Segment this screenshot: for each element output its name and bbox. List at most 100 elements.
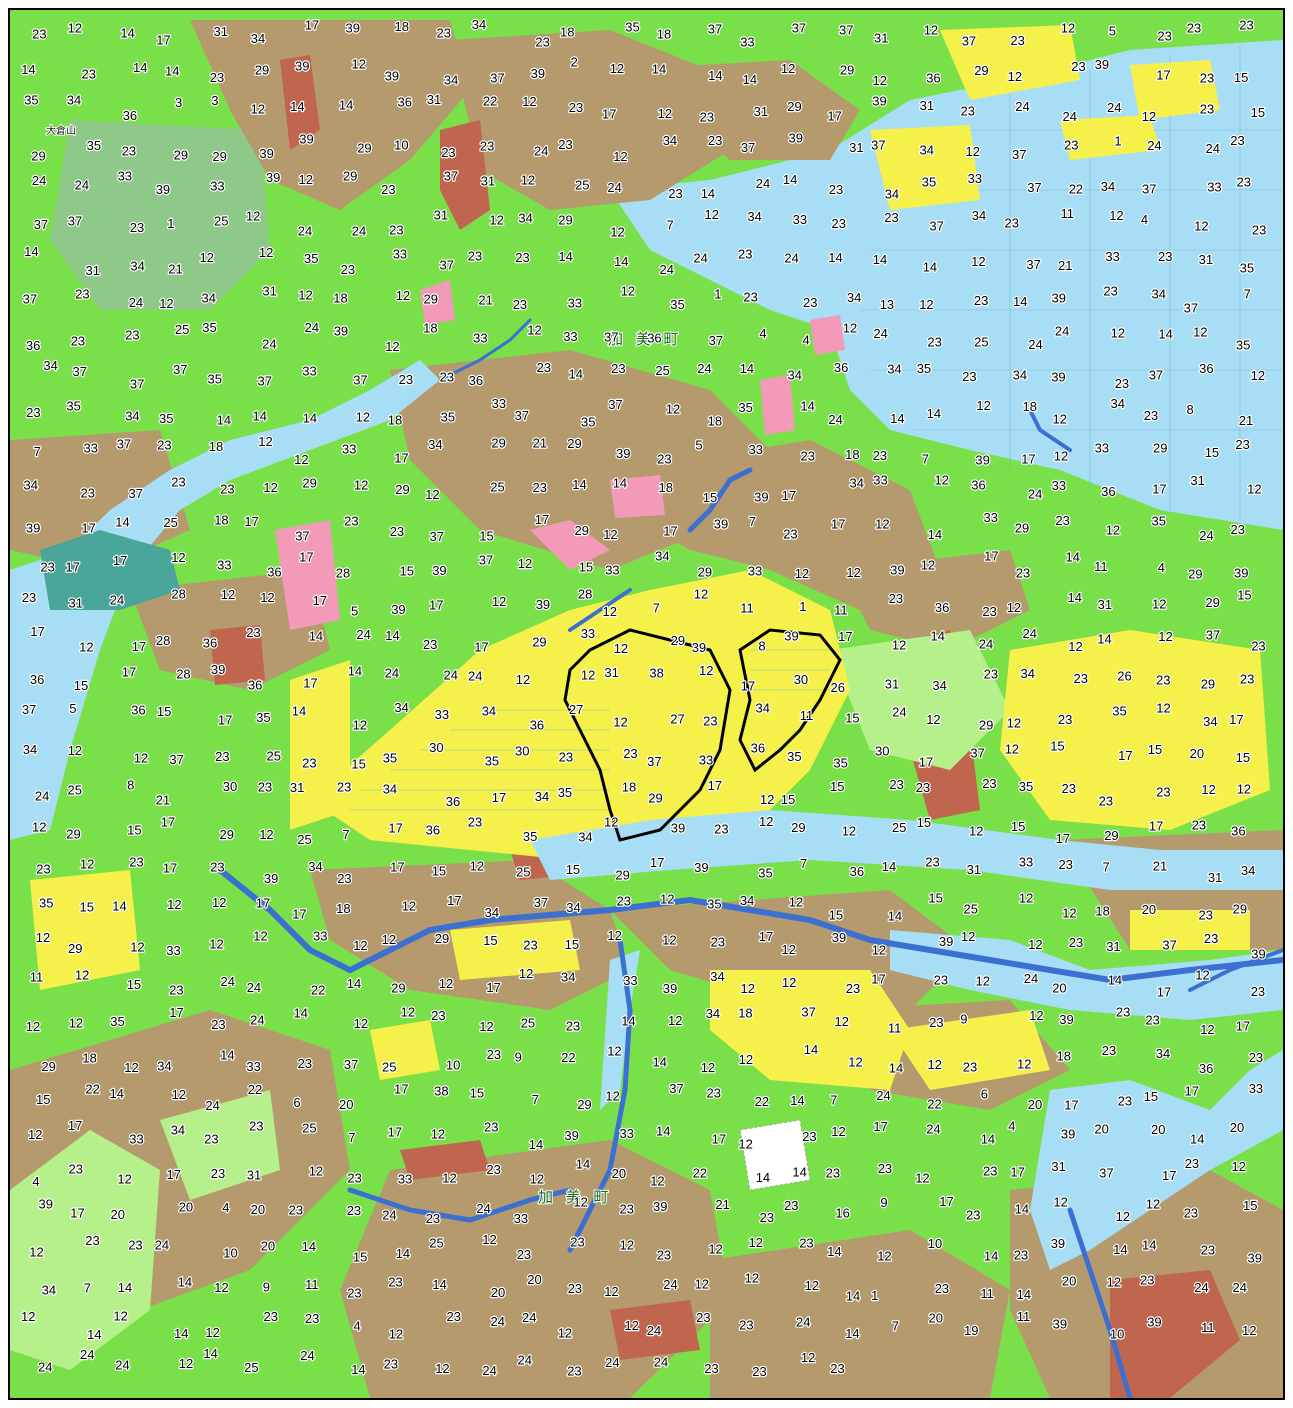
land-use-code-label: 23	[289, 1202, 303, 1217]
land-use-code-label: 17	[1149, 818, 1163, 833]
land-use-code-label: 37	[1012, 147, 1026, 162]
land-use-code-label: 37	[839, 22, 853, 37]
land-use-code-label: 23	[36, 862, 50, 877]
land-use-code-label: 24	[1023, 626, 1037, 641]
land-use-code-label: 23	[1157, 28, 1171, 43]
land-use-code-label: 18	[214, 513, 228, 528]
land-use-code-label: 24	[979, 637, 993, 652]
land-use-code-label: 31	[874, 31, 888, 46]
land-use-code-label: 15	[127, 822, 141, 837]
land-use-code-label: 37	[117, 436, 131, 451]
land-use-code-label: 36	[647, 331, 661, 346]
land-use-code-label: 22	[85, 1082, 99, 1097]
land-use-code-label: 15	[1050, 739, 1064, 754]
land-use-code-label: 12	[205, 1325, 219, 1340]
land-use-code-label: 23	[1237, 174, 1251, 189]
light-green-areas	[10, 630, 1010, 1370]
land-use-code-label: 23	[157, 437, 171, 452]
land-use-code-label: 37	[709, 333, 723, 348]
land-use-code-label: 34	[42, 1283, 56, 1298]
land-use-code-label: 23	[873, 448, 887, 463]
land-use-code-label: 39	[531, 66, 545, 81]
land-use-code-label: 17	[939, 1194, 953, 1209]
land-use-code-label: 14	[614, 254, 628, 269]
land-use-code-label: 12	[781, 61, 795, 76]
land-use-code-label: 12	[805, 1278, 819, 1293]
land-use-code-label: 23	[480, 138, 494, 153]
land-use-code-label: 12	[926, 712, 940, 727]
land-use-code-label: 12	[75, 967, 89, 982]
land-use-code-label: 29	[343, 169, 357, 184]
land-use-code-label: 12	[694, 586, 708, 601]
map-canvas[interactable]: 加 美 町 加 美 町 大倉山 231214173134173918233423…	[10, 10, 1283, 1398]
land-use-code-label: 17	[782, 488, 796, 503]
land-use-code-label: 14	[253, 409, 267, 424]
land-use-code-label: 12	[159, 296, 173, 311]
land-use-code-label: 14	[529, 1137, 543, 1152]
land-use-code-label: 1	[1114, 133, 1121, 148]
land-use-code-label: 24	[80, 1347, 94, 1362]
land-use-code-label: 20	[1062, 1273, 1076, 1288]
land-use-code-label: 23	[1201, 1242, 1215, 1257]
land-use-code-label: 31	[214, 24, 228, 39]
land-use-code-label: 20	[612, 1166, 626, 1181]
land-use-code-label: 24	[534, 144, 548, 159]
land-use-code-label: 12	[1158, 629, 1172, 644]
land-use-code-label: 20	[179, 1200, 193, 1215]
field-hatching	[340, 649, 830, 811]
land-use-code-label: 23	[916, 780, 930, 795]
land-use-code-label: 29	[671, 633, 685, 648]
land-use-code-label: 36	[248, 678, 262, 693]
land-use-code-label: 30	[794, 672, 808, 687]
land-use-code-label: 25	[382, 1060, 396, 1075]
land-use-code-label: 26	[831, 680, 845, 695]
land-use-code-label: 39	[1051, 1236, 1065, 1251]
land-use-code-label: 39	[663, 981, 677, 996]
land-use-code-label: 39	[694, 860, 708, 875]
land-use-code-label: 23	[384, 1356, 398, 1371]
land-use-code-label: 33	[118, 169, 132, 184]
land-use-code-label: 10	[394, 137, 408, 152]
land-use-code-label: 37	[344, 1057, 358, 1072]
land-use-code-label: 24	[1199, 528, 1213, 543]
land-use-code-label: 12	[666, 401, 680, 416]
land-use-code-label: 17	[390, 859, 404, 874]
land-use-code-label: 7	[34, 444, 41, 459]
land-use-code-label: 12	[28, 1127, 42, 1142]
land-use-code-label: 24	[1028, 486, 1042, 501]
land-use-code-label: 12	[482, 1232, 496, 1247]
land-use-code-label: 12	[1107, 1275, 1121, 1290]
land-use-code-label: 12	[299, 172, 313, 187]
land-use-code-label: 23	[982, 776, 996, 791]
land-use-code-label: 17	[303, 676, 317, 691]
land-use-code-label: 23	[1016, 566, 1030, 581]
land-use-code-label: 23	[537, 360, 551, 375]
land-use-code-label: 12	[214, 1280, 228, 1295]
land-use-code-label: 24	[1015, 99, 1029, 114]
land-use-code-label: 12	[971, 254, 985, 269]
land-use-code-label: 2	[571, 55, 578, 70]
land-use-code-label: 24	[605, 1355, 619, 1370]
land-use-code-label: 14	[396, 1246, 410, 1261]
land-use-code-label: 20	[111, 1207, 125, 1222]
land-use-code-label: 20	[1190, 746, 1204, 761]
land-use-code-label: 29	[1233, 902, 1247, 917]
land-use-code-label: 35	[738, 400, 752, 415]
land-use-code-label: 35	[256, 710, 270, 725]
land-use-code-label: 17	[831, 517, 845, 532]
land-use-code-label: 33	[435, 707, 449, 722]
land-use-code-label: 12	[309, 1164, 323, 1179]
land-use-code-label: 37	[708, 21, 722, 36]
land-use-code-label: 23	[567, 1363, 581, 1378]
land-use-code-label: 12	[212, 895, 226, 910]
land-use-code-label: 35	[24, 93, 38, 108]
land-use-code-label: 23	[925, 854, 939, 869]
land-use-code-label: 4	[354, 1319, 361, 1334]
land-use-code-label: 23	[1251, 639, 1265, 654]
land-use-code-label: 29	[698, 564, 712, 579]
land-use-code-label: 15	[566, 862, 580, 877]
land-use-code-label: 13	[880, 297, 894, 312]
land-use-code-label: 14	[800, 399, 814, 414]
land-use-code-label: 34	[756, 700, 770, 715]
